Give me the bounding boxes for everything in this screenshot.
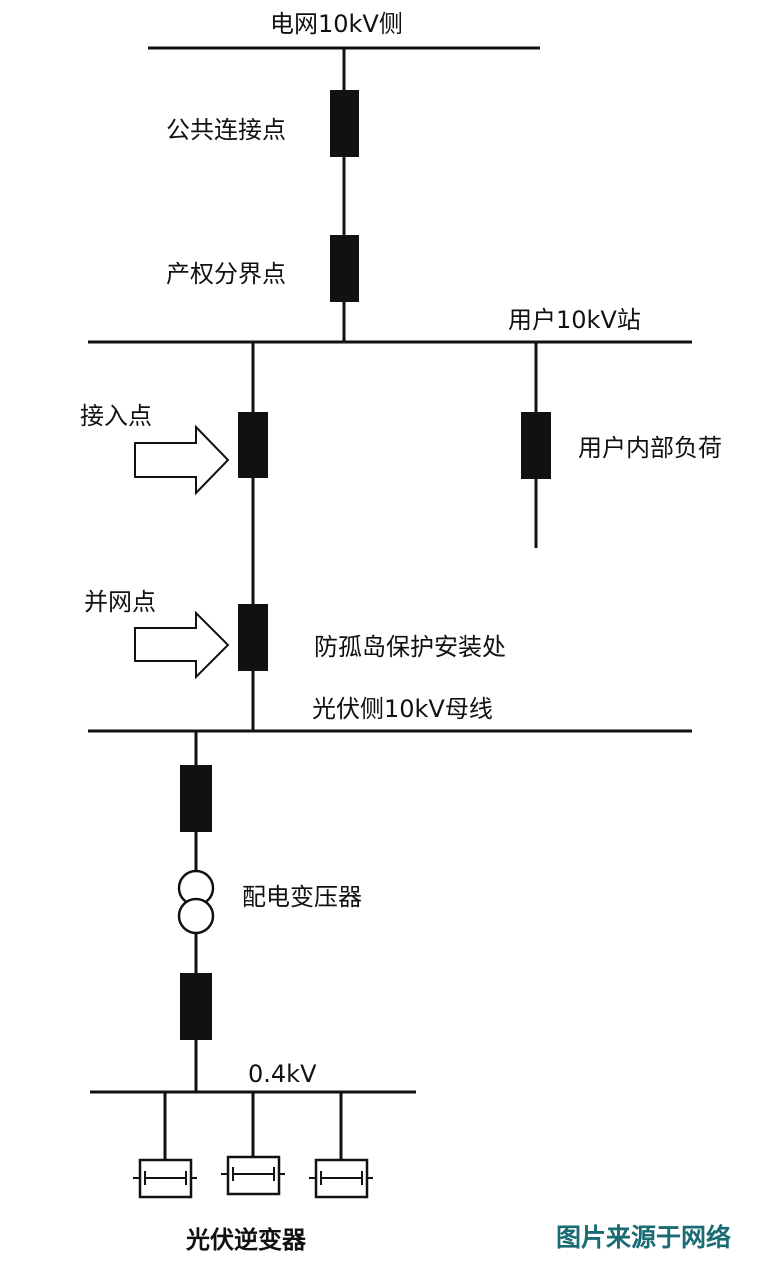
property-boundary-breaker (330, 235, 359, 302)
pv-inverter-3 (309, 1092, 373, 1199)
common-coupling-label: 公共连接点 (166, 116, 286, 144)
common-coupling-breaker (330, 90, 359, 157)
transformer-label: 配电变压器 (242, 883, 362, 911)
grid-side-label: 电网10kV侧 (270, 10, 403, 38)
grid-connection-breaker (238, 604, 268, 671)
pv-inverter-label: 光伏逆变器 (185, 1226, 307, 1254)
pv-inverter-2 (221, 1092, 285, 1196)
anti-islanding-label: 防孤岛保护安装处 (314, 633, 506, 661)
grid-connection-arrow-icon (134, 610, 230, 680)
internal-load-breaker (521, 412, 551, 479)
transformer-lv-breaker (180, 973, 212, 1040)
transformer-hv-breaker (180, 765, 212, 832)
property-boundary-label: 产权分界点 (166, 260, 286, 288)
access-point-label: 接入点 (80, 402, 152, 430)
pv-inverter-1 (133, 1092, 197, 1199)
access-point-breaker (238, 412, 268, 478)
user-station-label: 用户10kV站 (508, 306, 641, 334)
internal-load-label: 用户内部负荷 (578, 434, 722, 462)
grid-connection-label: 并网点 (84, 588, 156, 616)
access-point-arrow-icon (134, 424, 230, 496)
image-source-watermark: 图片来源于网络 (556, 1223, 731, 1252)
pv-bus-label: 光伏侧10kV母线 (312, 695, 493, 723)
transformer-secondary-coil (177, 897, 215, 935)
lv-bus-label: 0.4kV (248, 1060, 317, 1088)
